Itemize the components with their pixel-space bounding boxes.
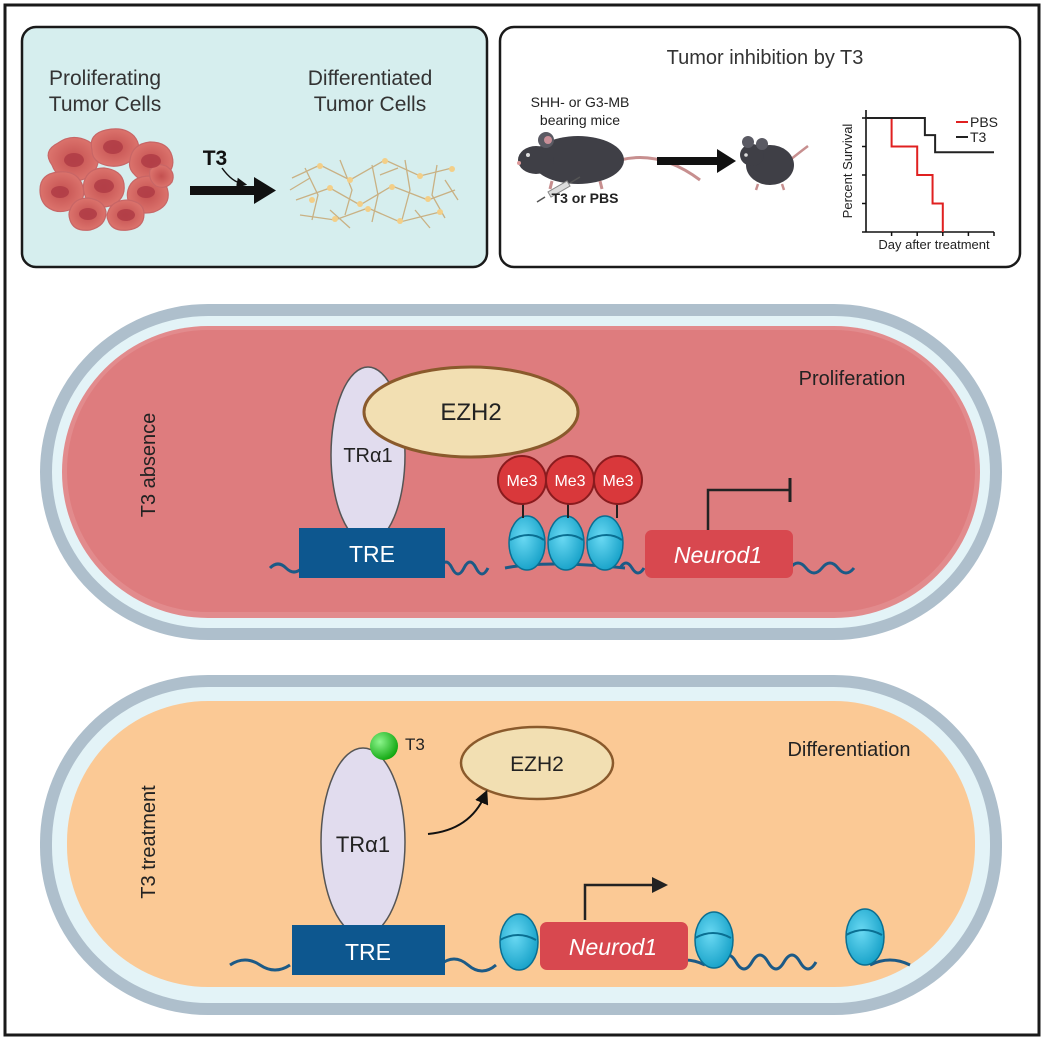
tra1-label: TRα1 — [343, 445, 392, 467]
cell-body — [67, 701, 975, 987]
legend-label: T3 — [970, 129, 987, 145]
neurod1-gene — [540, 922, 688, 970]
tre-element — [299, 528, 445, 578]
nucleosomes-compact — [508, 515, 624, 571]
chart-y-axis-label: Percent Survival — [840, 124, 855, 219]
legend-label: PBS — [970, 114, 998, 130]
ezh2-label: EZH2 — [510, 753, 564, 776]
differentiation-arrow — [190, 177, 276, 204]
t3-treatment-cell: T3 treatment Differentiation TRα1 T3 EZH… — [40, 675, 1002, 1015]
mouse-illustration-small — [740, 136, 809, 191]
proliferating-label-line1: Proliferating — [49, 67, 161, 90]
neurod1-label: Neurod1 — [674, 542, 762, 568]
mice-label-line1: SHH- or G3-MB — [531, 94, 630, 110]
state-label: Differentiation — [787, 739, 910, 761]
t3-arrow-label: T3 — [203, 147, 228, 170]
differentiated-label-line1: Differentiated — [308, 67, 433, 90]
condition-label: T3 absence — [138, 413, 160, 518]
t3-ligand-label: T3 — [405, 735, 425, 754]
series-line-t3 — [866, 117, 994, 154]
tre-label: TRE — [349, 541, 395, 567]
t3-absence-cell: T3 absence Proliferation TRα1 EZH2 TRE — [40, 304, 1002, 640]
differentiated-label-line2: Tumor Cells — [314, 93, 426, 116]
top-left-panel: Proliferating Tumor Cells Differentiated… — [20, 25, 489, 269]
chart-x-axis-label: Day after treatment — [878, 237, 990, 252]
ezh2-protein — [459, 725, 615, 801]
state-label: Proliferation — [799, 368, 906, 390]
mice-label-line2: bearing mice — [540, 112, 620, 128]
condition-label: T3 treatment — [138, 785, 160, 899]
panel-title: Tumor inhibition by T3 — [667, 47, 864, 69]
proliferating-label-line2: Tumor Cells — [49, 93, 161, 116]
ezh2-label: EZH2 — [440, 399, 501, 426]
top-right-panel: Tumor inhibition by T3 SHH- or G3-MB bea… — [498, 25, 1022, 269]
injection-label: T3 or PBS — [552, 190, 619, 206]
nucleosomes-open — [499, 908, 885, 971]
neurod1-gene — [645, 530, 793, 578]
me3-label: Me3 — [506, 473, 537, 490]
tra1-label: TRα1 — [336, 832, 390, 857]
treatment-arrow — [657, 149, 736, 173]
syringe-icon — [536, 176, 581, 203]
dna-strand — [268, 560, 856, 576]
differentiated-cells-illustration — [289, 158, 459, 229]
t3-curved-arrow — [221, 167, 248, 189]
active-transcription-arrow — [583, 883, 655, 920]
ezh2-release-arrow — [427, 789, 489, 835]
ezh2-protein — [362, 365, 580, 459]
me3-label: Me3 — [602, 473, 633, 490]
survival-chart: Percent Survival Day after treatment PBS… — [840, 110, 998, 252]
neurod1-label: Neurod1 — [569, 934, 657, 960]
me3-marks: Me3 Me3 Me3 — [497, 455, 643, 518]
series-line-pbs — [866, 117, 944, 232]
tre-label: TRE — [345, 939, 391, 965]
proliferating-cells-illustration — [39, 128, 174, 231]
me3-mark — [593, 455, 643, 505]
t3-ligand — [370, 732, 398, 760]
tre-element — [292, 925, 445, 975]
me3-label: Me3 — [554, 473, 585, 490]
blocked-transcription-arrow — [706, 488, 790, 530]
